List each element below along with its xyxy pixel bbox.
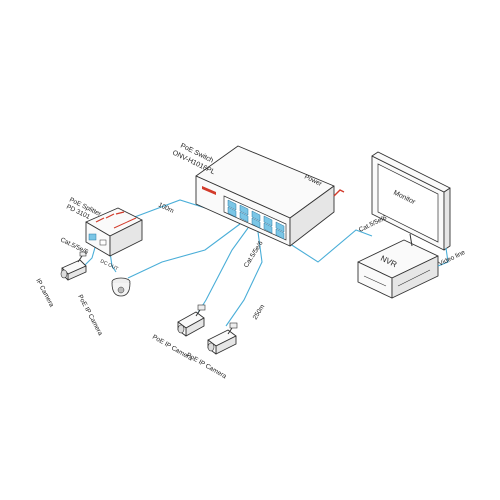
poe-switch — [195, 145, 345, 247]
cable-monitor-to-nvr — [437, 247, 449, 267]
label-cat-right: Cat.5/5e/6 — [358, 214, 388, 234]
cable-switch-to-bullet-b — [225, 231, 263, 327]
nvr — [357, 239, 439, 299]
monitor-icon — [371, 151, 451, 251]
cable-splitter-to-ipcam — [83, 243, 97, 267]
poe-ip-camera-dome — [111, 277, 131, 297]
poe-splitter — [85, 207, 143, 257]
label-250m: 250m — [252, 304, 267, 322]
label-video-line: Video line — [438, 249, 467, 268]
cable-splitter-dc — [109, 251, 117, 273]
ethernet-switch-icon — [195, 145, 345, 247]
label-poe-ip-camera-b: PoE IP Camera — [185, 352, 228, 381]
poe-ip-camera-b — [207, 322, 238, 355]
label-ip-camera: IP Camera — [34, 278, 55, 309]
label-cat-left: Cat.5/5e/6 — [59, 237, 89, 257]
cable-switch-to-nvr — [283, 229, 373, 263]
poe-ip-camera-a — [177, 304, 206, 337]
monitor — [371, 151, 451, 251]
label-poe-ip-camera-left: PoE IP Camera — [76, 294, 104, 337]
dome-camera-icon — [111, 277, 131, 297]
cable-switch-to-dome — [127, 223, 241, 279]
cable-switch-to-bullet-a — [195, 227, 249, 317]
label-dc-out: DC OUT — [99, 258, 119, 272]
bullet-camera-icon — [60, 251, 87, 281]
bullet-camera-icon — [207, 322, 238, 355]
nvr-icon — [357, 239, 439, 299]
poe-splitter-icon — [85, 207, 143, 257]
bullet-camera-icon — [177, 304, 206, 337]
ip-camera — [60, 251, 87, 281]
